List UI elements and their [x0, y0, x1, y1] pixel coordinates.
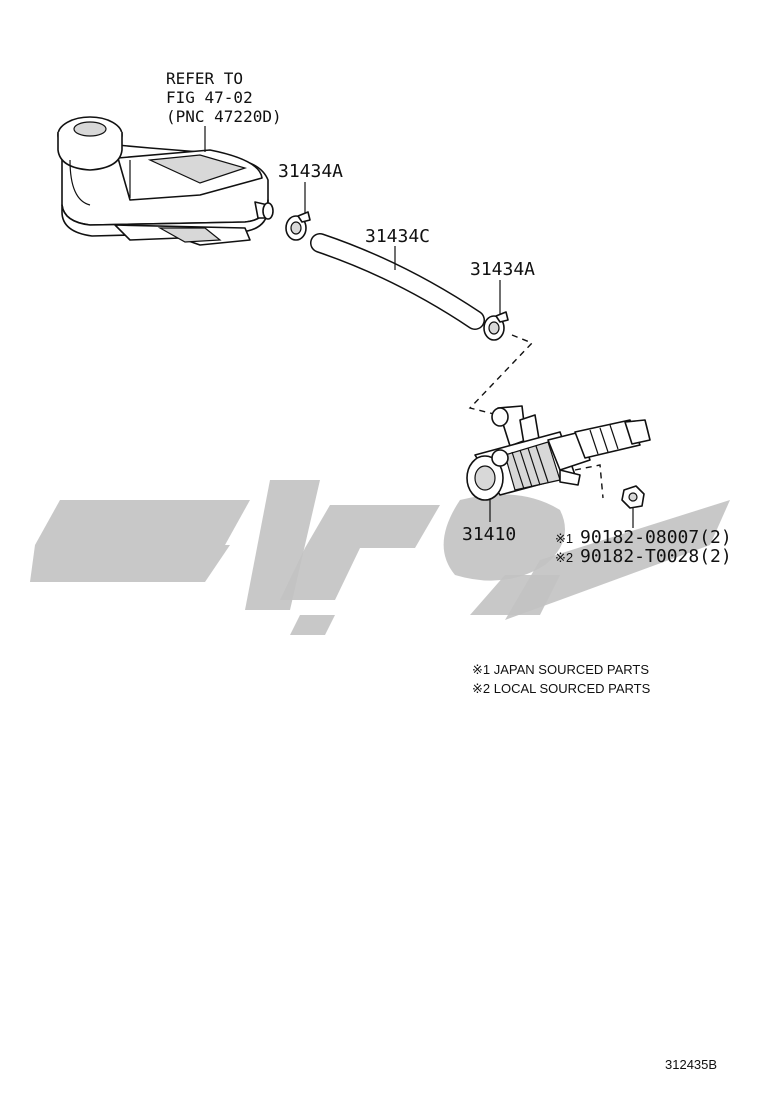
fastener-mark-1: ※1	[555, 531, 573, 546]
callout-hose: 31434C	[365, 226, 430, 247]
fastener-mark-2: ※2	[555, 550, 573, 565]
note-japan-sourced: ※1 JAPAN SOURCED PARTS	[472, 662, 649, 677]
reference-line-1: REFER TO	[166, 69, 243, 88]
flange-nut	[621, 485, 645, 509]
fastener-code-2-text: 90182-T0028(2)	[580, 546, 732, 567]
fastener-code-2: ※2 90182-T0028(2)	[555, 546, 732, 567]
callout-clamp-upper: 31434A	[278, 161, 343, 182]
fastener-dashed-line	[574, 464, 604, 499]
fastener-code-1-text: 90182-08007(2)	[580, 527, 732, 548]
reference-line-2: FIG 47-02	[166, 88, 253, 107]
clutch-hose	[310, 233, 485, 330]
hose-clamp-upper	[285, 211, 311, 241]
callout-clamp-lower: 31434A	[470, 259, 535, 280]
callout-master-cylinder: 31410	[462, 524, 516, 545]
figure-code: 312435B	[665, 1057, 717, 1072]
brake-reservoir	[57, 116, 274, 246]
note-local-sourced: ※2 LOCAL SOURCED PARTS	[472, 681, 651, 696]
connection-dashed-line	[468, 334, 534, 419]
clutch-master-cylinder	[466, 405, 651, 501]
reference-line-3: (PNC 47220D)	[166, 107, 282, 126]
fastener-code-1: ※1 90182-08007(2)	[555, 527, 732, 548]
hose-clamp-lower	[483, 311, 509, 341]
watermark-logo	[30, 480, 730, 635]
